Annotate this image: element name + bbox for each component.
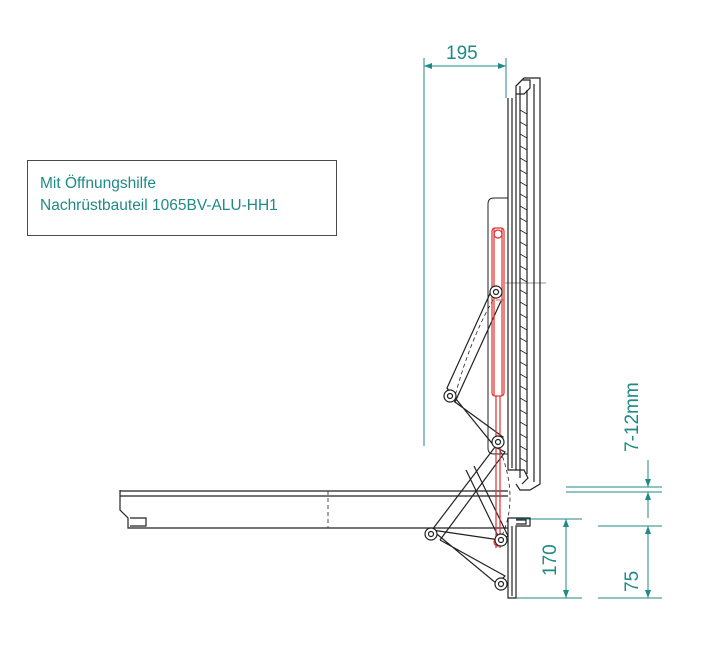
dim-195-label: 195 — [446, 43, 478, 64]
annotation-line-2: Nachrüstbauteil 1065BV-ALU-HH1 — [40, 197, 278, 214]
dim-75-label: 75 — [622, 571, 643, 592]
annotation-box: Mit Öffnungshilfe Nachrüstbauteil 1065BV… — [27, 160, 337, 236]
horizontal-frame — [119, 490, 531, 599]
annotation-line-1: Mit Öffnungshilfe — [40, 175, 157, 192]
gas-spring — [491, 227, 505, 548]
dimension-lines — [423, 58, 662, 599]
pivots — [424, 285, 508, 591]
dim-gap-label: 7-12mm — [622, 382, 643, 452]
dim-170-label: 170 — [540, 544, 561, 576]
vertical-panel — [487, 77, 546, 491]
